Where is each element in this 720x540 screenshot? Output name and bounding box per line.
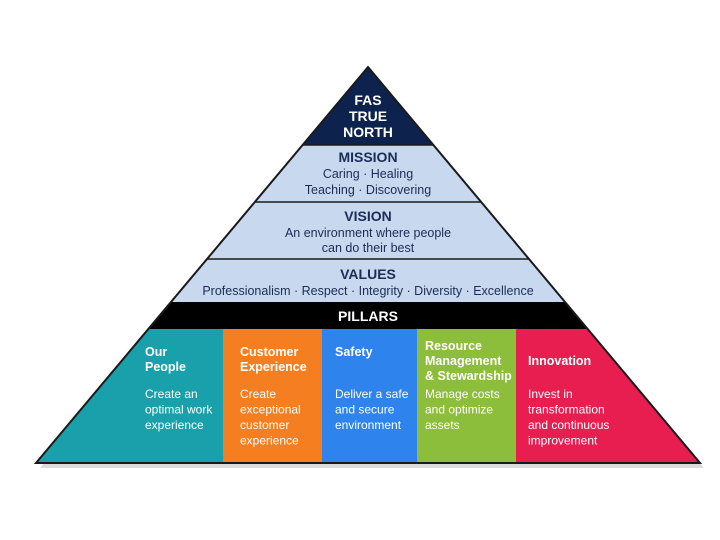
pillar-5-desc-line-2: transformation: [528, 403, 605, 417]
vision-line-2: can do their best: [322, 241, 415, 255]
pillar-column-4: [417, 329, 516, 463]
pillar-3-title-line-1: Safety: [335, 345, 373, 359]
pillar-4-title-line-2: Management: [425, 354, 502, 368]
peak-line-2: TRUE: [349, 108, 387, 124]
pillar-4-desc-line-3: assets: [425, 418, 460, 432]
mission-heading: MISSION: [338, 149, 397, 165]
pillar-4-desc-line-2: and optimize: [425, 403, 493, 417]
pillar-4-desc-line-1: Manage costs: [425, 387, 500, 401]
pillar-4-title-line-1: Resource: [425, 339, 482, 353]
pillar-1-desc-line-3: experience: [145, 418, 204, 432]
mission-line-2: Teaching · Discovering: [305, 183, 431, 197]
pillar-2-title-line-1: Customer: [240, 345, 298, 359]
pyramid-outline: [33, 65, 703, 464]
pillar-1-title-line-2: People: [145, 360, 186, 374]
pillar-2-desc-line-4: experience: [240, 434, 299, 448]
pillar-5-desc-line-4: improvement: [528, 434, 598, 448]
vision-line-1: An environment where people: [285, 226, 451, 240]
pillar-1-title-line-1: Our: [145, 345, 167, 359]
peak-line-3: NORTH: [343, 124, 393, 140]
values-line-1: Professionalism · Respect · Integrity · …: [202, 284, 533, 298]
pillar-5-desc-line-3: and continuous: [528, 418, 609, 432]
vision-heading: VISION: [344, 208, 391, 224]
pillars-heading: PILLARS: [338, 308, 398, 324]
pillar-2-title-line-2: Experience: [240, 360, 307, 374]
pillar-1-desc-line-2: optimal work: [145, 403, 213, 417]
pillar-5-title-line-1: Innovation: [528, 354, 591, 368]
pillar-3-desc-line-2: and secure: [335, 403, 395, 417]
mission-line-1: Caring · Healing: [323, 167, 413, 181]
pillar-4-title-line-3: & Stewardship: [425, 369, 512, 383]
peak-line-1: FAS: [354, 92, 381, 108]
pillar-5-desc-line-1: Invest in: [528, 387, 573, 401]
pillar-1-desc-line-1: Create an: [145, 387, 198, 401]
pillar-2-desc-line-3: customer: [240, 418, 289, 432]
pillar-3-desc-line-1: Deliver a safe: [335, 387, 409, 401]
pillar-column-3: [322, 329, 417, 463]
pillar-2-desc-line-2: exceptional: [240, 403, 301, 417]
pillar-column-2: [223, 329, 322, 463]
pillar-3-desc-line-3: environment: [335, 418, 402, 432]
values-heading: VALUES: [340, 266, 396, 282]
pillar-2-desc-line-1: Create: [240, 387, 276, 401]
